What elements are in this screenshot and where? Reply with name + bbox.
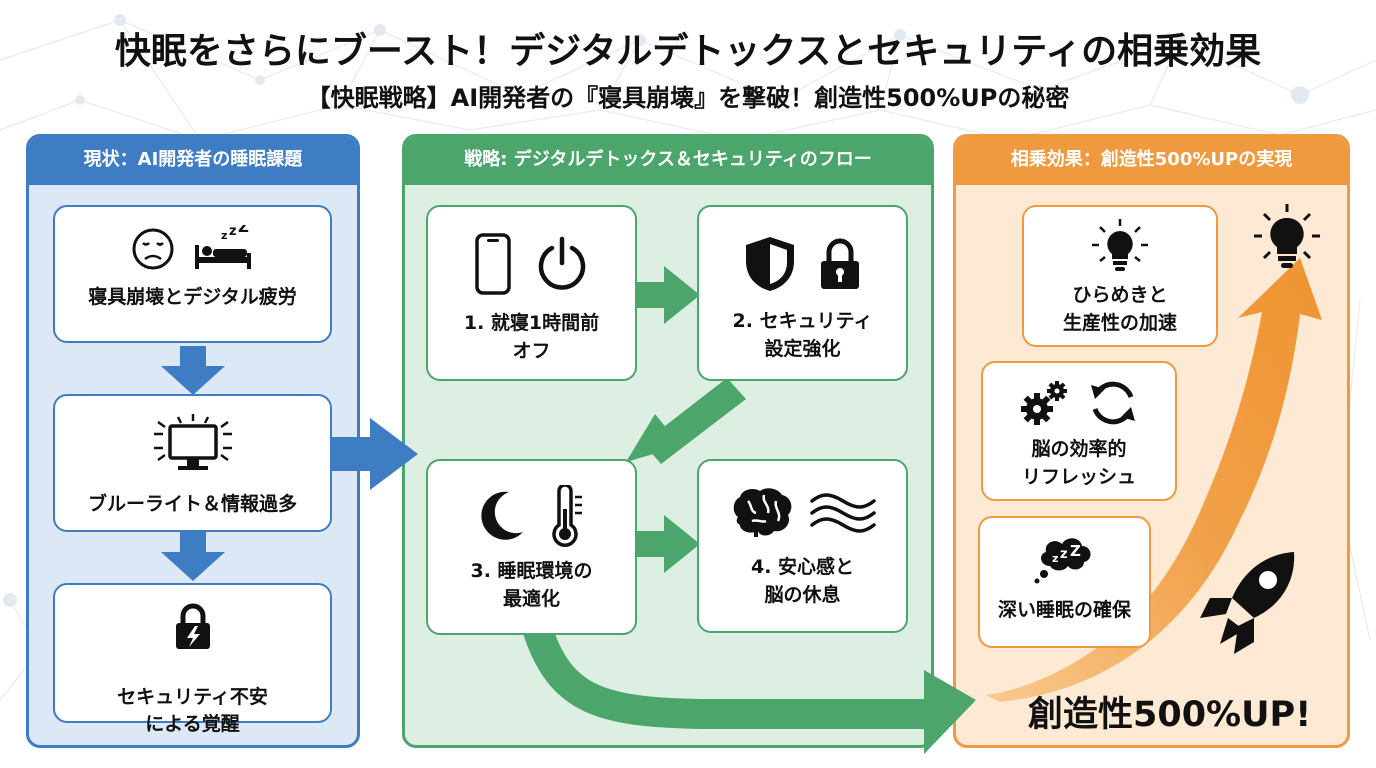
moon-icon [480, 491, 523, 540]
creativity-headline: 創造性500%UP! [1028, 695, 1312, 735]
card-label: 深い睡眠の確保 [997, 599, 1131, 621]
thermometer-icon [551, 485, 582, 547]
svg-text:Z: Z [1070, 542, 1081, 560]
svg-text:z: z [1060, 547, 1068, 562]
page-subtitle: 【快眠戦略】AI開発者の『寝具崩壊』を撃破！創造性500%UPの秘密 [306, 84, 1070, 112]
page-title: 快眠をさらにブースト！デジタルデトックスとセキュリティの相乗効果 [114, 31, 1262, 72]
lightbulb-icon [1092, 219, 1148, 271]
refresh-icon [1091, 381, 1135, 425]
shield-icon [745, 237, 794, 291]
svg-text:z: z [1052, 552, 1058, 565]
card-label: ブルーライト＆情報過多 [87, 493, 297, 515]
brain-icon [733, 488, 791, 537]
card-security-anxiety: セキュリティ不安 による覚醒 [53, 583, 332, 735]
rocket-icon [1200, 552, 1295, 654]
card-step-2: 2. セキュリティ 設定強化 [697, 205, 908, 381]
card-step-3: 3. 睡眠環境の 最適化 [426, 459, 637, 635]
card-label: 4. 安心感と 脳の休息 [750, 556, 855, 606]
glowing-monitor-icon [153, 414, 232, 470]
sad-face-icon [132, 228, 173, 270]
card-label: 寝具崩壊とデジタル疲労 [88, 286, 297, 308]
panel-header-current: 現状：AI開発者の睡眠課題 [29, 137, 357, 185]
waves-icon [809, 493, 876, 533]
card-label: ひらめきと 生産性の加速 [1062, 284, 1177, 334]
card-label-line: セキュリティ不安 による覚醒 [117, 686, 268, 735]
svg-text:Z: Z [238, 225, 249, 236]
card-label: 脳の効率的 リフレッシュ [1021, 438, 1136, 488]
gears-icon [1021, 381, 1067, 425]
card-label: 2. セキュリティ 設定強化 [732, 310, 873, 360]
svg-text:z: z [221, 229, 227, 242]
power-icon [538, 236, 585, 290]
panel-header-strategy: 戦略: デジタルデトックス＆セキュリティのフロー [405, 137, 931, 185]
panel-header-synergy: 相乗効果：創造性500%UPの実現 [956, 137, 1347, 185]
card-step-1: 1. 就寝1時間前 オフ [426, 205, 637, 381]
svg-text:z: z [229, 225, 237, 239]
card-label: 1. 就寝1時間前 オフ [463, 312, 600, 362]
lightbulb-icon [1254, 204, 1320, 268]
broken-lock-icon [175, 603, 210, 649]
card-label: セキュリティ不安 による覚醒 [55, 657, 330, 738]
card-label: 3. 睡眠環境の 最適化 [470, 560, 593, 610]
card-refresh: 脳の効率的 リフレッシュ [981, 361, 1177, 501]
card-blue-light: ブルーライト＆情報過多 [53, 394, 332, 532]
smartphone-icon [474, 233, 511, 295]
card-inspiration: ひらめきと 生産性の加速 [1022, 205, 1218, 347]
card-step-4: 4. 安心感と 脳の休息 [697, 459, 908, 633]
padlock-icon [820, 238, 859, 289]
